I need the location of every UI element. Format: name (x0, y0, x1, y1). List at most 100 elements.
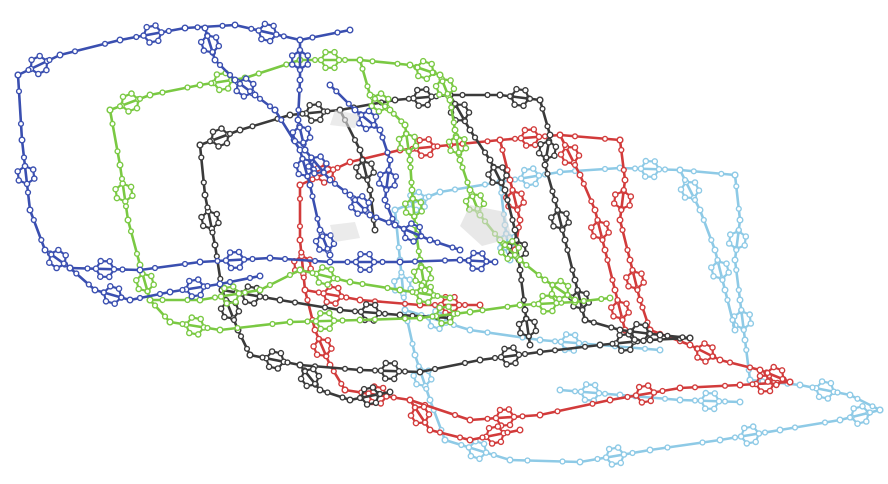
network-lightblue-atom (691, 179, 699, 186)
network-green-atom (501, 241, 509, 249)
network-black-atom (646, 330, 654, 337)
network-red-atom (536, 411, 544, 419)
network-green-atom (450, 85, 458, 93)
network-blue-atom (326, 251, 334, 259)
network-black-atom (213, 210, 221, 218)
network-lightblue-atom (571, 331, 579, 339)
network-blue-atom (38, 236, 45, 244)
network-blue-atom (23, 180, 31, 188)
network-black-atom (209, 229, 216, 236)
network-black-atom (424, 101, 432, 109)
network-red-atom (623, 274, 630, 281)
network-blue-atom (470, 249, 477, 257)
network-black-atom (504, 196, 511, 204)
network-red-atom (620, 186, 627, 194)
network-black-atom (301, 368, 309, 375)
network-red-atom (301, 286, 309, 294)
network-red-atom (676, 384, 684, 392)
network-black-atom (569, 266, 576, 274)
network-black-atom (299, 110, 306, 117)
network-red-atom (571, 161, 579, 169)
network-lightblue-atom (681, 176, 689, 184)
network-blue-atom (194, 24, 201, 31)
network-black-atom (235, 307, 243, 315)
network-blue-atom (101, 40, 109, 47)
network-lightblue-atom (743, 346, 750, 354)
network-lightblue-atom (809, 384, 816, 391)
network-black-atom (316, 386, 324, 394)
network-black-atom (686, 334, 694, 342)
network-lightblue-atom (423, 385, 430, 392)
network-blue-atom (469, 265, 476, 272)
network-red-atom (620, 166, 627, 174)
network-red-linker (498, 138, 522, 252)
network-red-atom (309, 176, 316, 183)
network-lightblue-atom (637, 165, 645, 172)
network-black-atom (616, 326, 624, 334)
network-green-atom (418, 282, 426, 289)
network-black-atom (198, 213, 205, 221)
network-lightblue-atom (608, 461, 616, 468)
network-blue-atom (133, 33, 140, 41)
network-blue-atom (165, 27, 172, 35)
network-green-atom (436, 71, 444, 79)
network-blue-atom (299, 155, 306, 162)
network-blue-atom (304, 173, 311, 180)
network-green-atom (330, 317, 338, 325)
network-black-atom (535, 149, 543, 157)
network-black-atom (286, 111, 294, 119)
network-green-atom (606, 294, 614, 302)
network-red-atom (300, 274, 307, 281)
network-lightblue-atom (733, 183, 740, 190)
network-lightblue-atom (480, 440, 488, 448)
network-black-atom (259, 354, 266, 361)
network-blue-atom (362, 125, 370, 133)
network-blue-atom (366, 250, 373, 258)
network-green-atom (319, 264, 326, 271)
network-red-atom (506, 421, 514, 429)
network-black-atom (246, 351, 254, 359)
network-black-atom (563, 210, 570, 217)
network-red-atom (608, 304, 615, 311)
network-blue-atom (366, 211, 374, 219)
network-lightblue-atom (595, 389, 603, 397)
network-lightblue-atom (436, 188, 444, 196)
network-red-atom (618, 206, 625, 214)
network-lightblue-atom (642, 157, 650, 165)
network-lightblue-atom (390, 277, 398, 285)
network-lightblue-atom (559, 458, 566, 465)
network-lightblue-atom (731, 434, 739, 441)
network-lightblue-atom (631, 165, 639, 172)
network-green-atom (255, 70, 262, 77)
network-lightblue-atom (846, 414, 854, 421)
network-blue-atom (158, 29, 165, 36)
network-blue-atom (375, 180, 383, 187)
network-blue-atom (384, 149, 391, 156)
network-blue-atom (331, 180, 339, 187)
network-green-atom (234, 324, 241, 332)
network-green-atom (304, 318, 311, 325)
network-blue-atom (292, 161, 300, 169)
network-black-atom (536, 348, 544, 356)
network-lightblue-atom (850, 405, 858, 412)
network-green-atom (112, 185, 119, 193)
network-green-atom (401, 200, 409, 207)
network-green-atom (504, 255, 512, 263)
network-green-atom (508, 237, 516, 245)
network-lightblue-atom (391, 206, 399, 214)
network-red-atom (773, 381, 780, 389)
network-black-atom (364, 176, 371, 184)
network-blue-atom (391, 221, 399, 229)
network-green-atom (317, 325, 325, 333)
network-black-atom (596, 341, 604, 349)
network-black-atom (391, 360, 399, 367)
network-lightblue-atom (741, 242, 749, 249)
network-blue-atom (354, 210, 362, 217)
network-blue-atom (400, 225, 407, 232)
network-blue-atom (296, 46, 304, 54)
network-red-atom (509, 186, 516, 194)
network-black-atom (532, 327, 540, 335)
network-black-atom (521, 306, 529, 314)
network-red-atom (557, 151, 565, 158)
